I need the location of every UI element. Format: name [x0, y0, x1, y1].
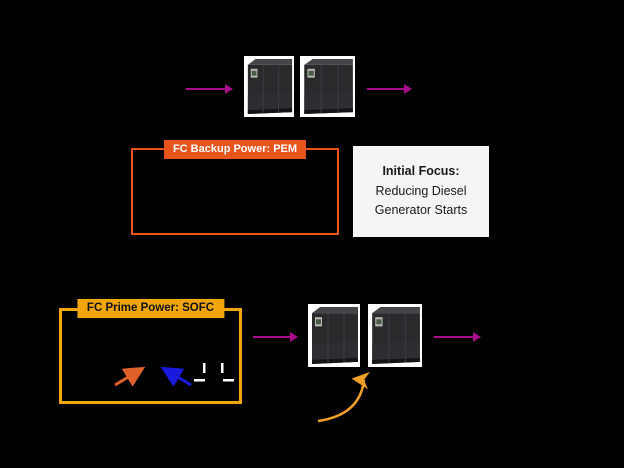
- initial-focus-line-1: Reducing Diesel: [375, 183, 467, 198]
- sofc-box-label: FC Prime Power: SOFC: [76, 299, 225, 318]
- top-output-arrow-icon: [367, 84, 412, 94]
- top-server-cabinet-1: [244, 56, 294, 117]
- server-cabinet-image: [304, 58, 353, 115]
- server-cabinet-image: [312, 307, 358, 364]
- bottom-output-arrow-icon: [434, 332, 481, 342]
- electrode-tick-marks: [194, 363, 234, 382]
- bottom-input-arrow-icon: [253, 332, 298, 342]
- initial-focus-callout: Initial Focus: Reducing Diesel Generator…: [353, 146, 489, 237]
- bottom-server-cabinet-2: [368, 304, 422, 367]
- fc-prime-power-sofc-box: FC Prime Power: SOFC: [59, 299, 242, 404]
- sofc-inner-graphics: [114, 363, 234, 387]
- pem-box-label: FC Backup Power: PEM: [163, 140, 307, 159]
- top-server-cabinet-2: [300, 56, 355, 117]
- initial-focus-line-2: Generator Starts: [374, 203, 468, 218]
- curved-up-arrow-icon: [317, 371, 370, 423]
- server-cabinet-image: [247, 58, 293, 115]
- fc-backup-power-pem-box: FC Backup Power: PEM: [131, 140, 339, 235]
- bottom-server-cabinet-1: [308, 304, 360, 367]
- top-input-arrow-icon: [186, 84, 233, 94]
- server-cabinet-image: [372, 307, 420, 364]
- up-right-arrow-icon: [114, 366, 146, 387]
- up-left-arrow-icon: [160, 366, 192, 387]
- initial-focus-title: Initial Focus:: [382, 164, 460, 179]
